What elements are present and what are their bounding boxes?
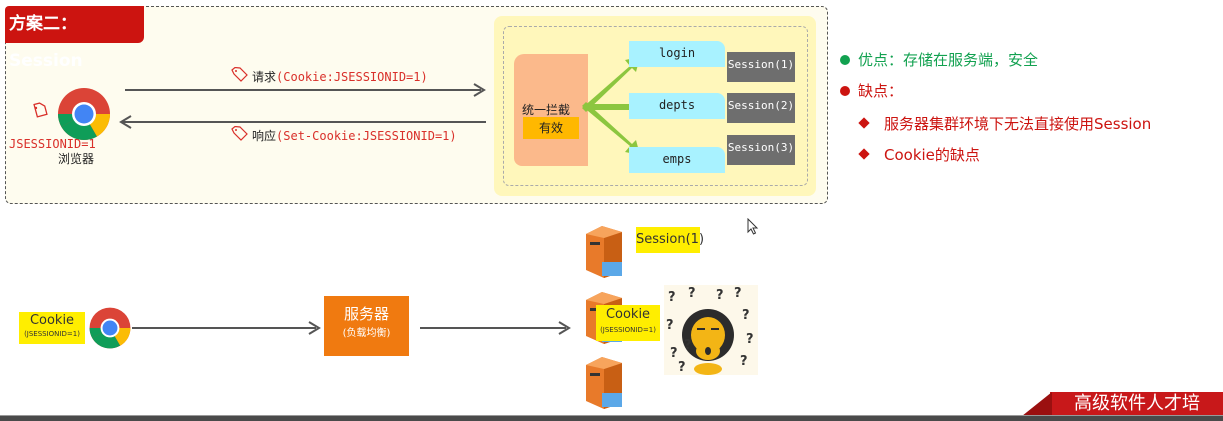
svg-text:?: ? xyxy=(740,354,748,369)
session-1: Session(1) xyxy=(727,52,795,82)
svg-text:?: ? xyxy=(742,308,750,323)
interceptor-label: 统一拦截 xyxy=(522,103,571,117)
arrow-to-emps xyxy=(582,102,640,155)
session-3: Session(3) xyxy=(727,135,795,165)
cookie-tag-icon xyxy=(33,102,48,118)
server-1-icon xyxy=(586,226,622,278)
svg-text:?: ? xyxy=(666,318,674,333)
svg-text:?: ? xyxy=(716,288,724,303)
response-arrow-line xyxy=(123,121,486,123)
request-detail: (Cookie:JSESSIONID=1) xyxy=(276,70,428,84)
server-2-cookie-sub: (JSESSIONID=1) xyxy=(600,326,656,334)
client-chrome-icon xyxy=(89,307,131,349)
endpoint-depts: depts xyxy=(629,93,725,119)
request-tag-icon xyxy=(231,67,248,82)
browser-label: 浏览器 xyxy=(58,152,95,166)
bottom-bar xyxy=(0,415,1223,421)
svg-text:?: ? xyxy=(684,338,692,353)
cons-bullet-icon xyxy=(840,86,850,96)
load-balancer-sub: (负载均衡) xyxy=(342,328,391,339)
load-balancer-title: 服务器 xyxy=(343,305,389,323)
arrow-to-depts xyxy=(584,98,644,116)
request-prefix: 请求 xyxy=(252,70,277,84)
request-arrow-head-icon xyxy=(473,83,486,97)
banner-wing-icon xyxy=(1022,392,1052,416)
cons-item-2: Cookie的缺点 xyxy=(884,146,980,164)
response-detail: (Set-Cookie:JSESSIONID=1) xyxy=(276,129,457,143)
server-3-icon xyxy=(586,357,622,409)
request-label: 请求(Cookie:JSESSIONID=1) xyxy=(252,68,428,85)
scheme-title: 方案二：Session xyxy=(5,6,144,71)
client-cookie-tag: Cookie (JSESSIONID=1) xyxy=(19,312,85,344)
pros-bullet-icon xyxy=(840,55,850,65)
request-arrow-line xyxy=(125,89,481,91)
cons-title: 缺点： xyxy=(858,82,904,100)
client-to-lb-arrow xyxy=(132,327,316,329)
client-cookie-sub: (JSESSIONID=1) xyxy=(24,330,80,338)
endpoint-login: login xyxy=(629,41,725,67)
diamond-bullet-icon xyxy=(858,148,870,160)
interceptor-box xyxy=(514,54,588,166)
arrow-head-icon xyxy=(558,321,571,335)
interceptor-status-badge: 有效 xyxy=(523,117,579,139)
server-2-cookie-tag: Cookie (JSESSIONID=1) xyxy=(596,305,660,341)
client-cookie-title: Cookie xyxy=(29,313,75,328)
server-2-cookie-title: Cookie xyxy=(605,307,651,322)
chrome-browser-icon xyxy=(58,88,110,140)
confused-monkey-icon: ???? ???? ??? xyxy=(664,285,758,375)
svg-text:?: ? xyxy=(668,290,676,305)
svg-text:?: ? xyxy=(678,360,686,375)
arrow-head-icon xyxy=(308,321,321,335)
response-label: 响应(Set-Cookie:JSESSIONID=1) xyxy=(252,127,457,144)
svg-text:?: ? xyxy=(746,332,754,347)
browser-cookie-id: JSESSIONID=1 xyxy=(9,137,96,151)
arrow-to-login xyxy=(582,57,640,112)
svg-text:?: ? xyxy=(670,346,678,361)
diamond-bullet-icon xyxy=(858,117,870,129)
load-balancer-server: 服务器 (负载均衡) xyxy=(324,296,409,356)
endpoint-emps: emps xyxy=(629,147,725,173)
response-arrow-head-icon xyxy=(119,115,132,129)
mouse-cursor-icon xyxy=(747,218,759,235)
institution-banner: 高级软件人才培 xyxy=(1050,392,1223,416)
response-tag-icon xyxy=(231,126,248,141)
routing-arrows xyxy=(582,57,644,155)
svg-text:?: ? xyxy=(734,286,742,301)
svg-text:?: ? xyxy=(688,286,696,301)
lb-to-servers-arrow xyxy=(420,327,566,329)
server-1-session: Session(1) xyxy=(636,227,704,253)
session-2: Session(2) xyxy=(727,93,795,123)
interceptor-dashed-border xyxy=(503,26,808,186)
cons-item-1: 服务器集群环境下无法直接使用Session xyxy=(884,115,1152,133)
pros-text: 优点：存储在服务端，安全 xyxy=(858,51,1039,69)
response-prefix: 响应 xyxy=(252,129,277,143)
